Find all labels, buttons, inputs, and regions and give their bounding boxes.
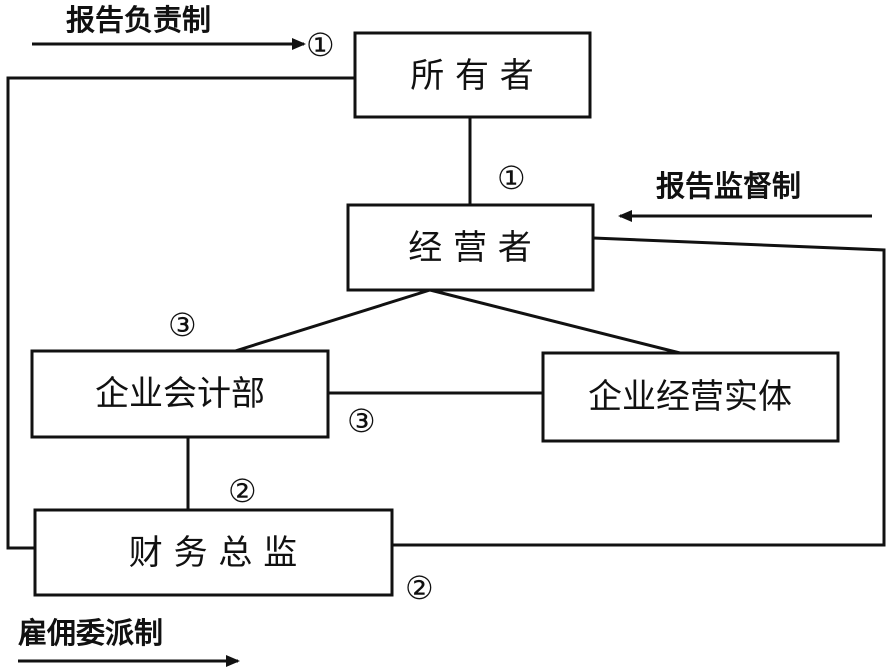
accounting-dept-label: 企业会计部 xyxy=(95,374,265,414)
operator-accounting-link xyxy=(231,288,431,354)
marker-two-lower: ② xyxy=(405,569,434,607)
cfo-label: 财 务 总 监 xyxy=(129,533,297,573)
marker-two-upper: ② xyxy=(228,472,257,510)
cfo-owner-link xyxy=(6,76,355,550)
business-entity-label: 企业经营实体 xyxy=(588,377,792,417)
marker-one-top: ① xyxy=(306,26,335,64)
employment-appointment-label: 雇佣委派制 xyxy=(18,616,163,650)
marker-three-middle: ③ xyxy=(347,402,376,440)
reporting-responsibility-label: 报告负责制 xyxy=(66,3,211,37)
marker-three-left: ③ xyxy=(168,306,197,344)
accounting-dept-box: 企业会计部 xyxy=(30,349,330,439)
business-entity-box: 企业经营实体 xyxy=(541,351,840,443)
owner-box: 所 有 者 xyxy=(353,31,592,119)
reporting-supervision-label: 报告监督制 xyxy=(656,169,801,203)
operator-label: 经 营 者 xyxy=(408,228,532,268)
owner-label: 所 有 者 xyxy=(410,56,534,96)
cfo-operator-link xyxy=(392,236,886,547)
operator-box: 经 营 者 xyxy=(346,203,595,292)
operator-entity-link xyxy=(429,288,681,355)
marker-one-middle: ① xyxy=(497,159,526,197)
cfo-box: 财 务 总 监 xyxy=(33,508,394,597)
